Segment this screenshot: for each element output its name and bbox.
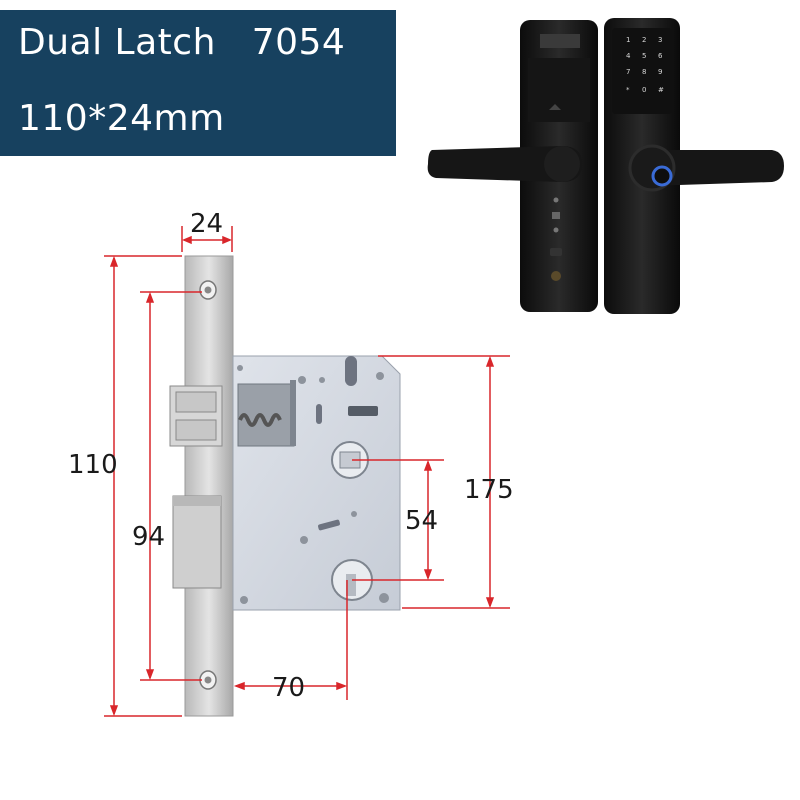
outside-handle [648,150,784,186]
svg-text:1: 1 [626,36,630,44]
svg-text:9: 9 [658,68,662,76]
svg-text:7: 7 [626,68,630,76]
faceplate [184,255,234,717]
inside-handle [427,146,582,182]
faceplate-width-label: 24 [190,209,224,239]
svg-text:*: * [626,86,630,94]
faceplate-length-label: 110 [68,450,118,480]
svg-text:2: 2 [642,36,646,44]
svg-text:6: 6 [658,52,663,60]
svg-text:8: 8 [642,68,646,76]
dual-latch [169,385,223,447]
screw-spacing-label: 94 [132,522,166,552]
svg-text:0: 0 [642,86,646,94]
smart-lock-image: 1 2 3 4 5 6 7 8 9 * 0 # [427,18,784,314]
title-banner: Dual Latch 7054 110*24mm [0,10,396,156]
svg-text:3: 3 [658,36,662,44]
dimension-lines [104,226,510,717]
product-size: 110*24mm [18,98,225,139]
backset-label: 70 [272,673,306,703]
case-height-label: 175 [464,475,514,505]
hub-to-cylinder-label: 54 [405,506,439,536]
deadbolt [172,495,222,589]
svg-text:5: 5 [642,52,646,60]
svg-text:4: 4 [626,52,631,60]
product-title: Dual Latch 7054 [18,22,346,63]
mortise-lock [169,255,401,717]
svg-text:#: # [658,86,664,94]
